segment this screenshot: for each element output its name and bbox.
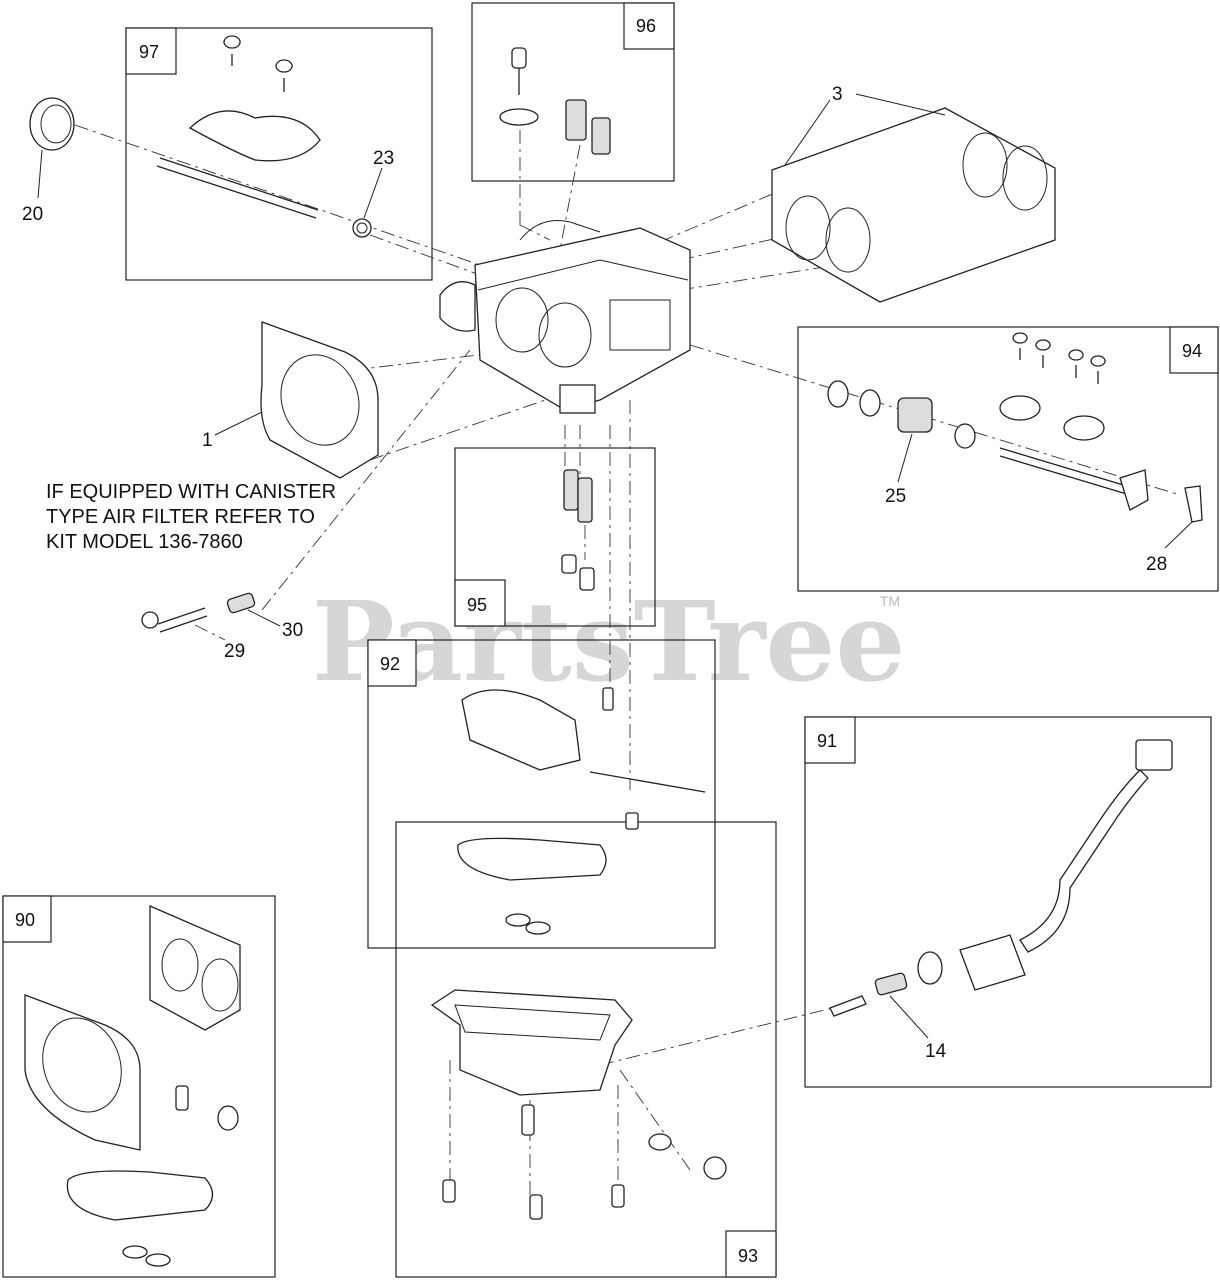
part-jet-kit (561, 469, 595, 591)
callout-label-14: 14 (925, 1041, 947, 1062)
kit-box-93[interactable]: 93 (395, 821, 777, 1278)
kit-box-95[interactable]: 95 (454, 447, 656, 627)
kit-box-96[interactable]: 96 (471, 2, 675, 182)
kit-label-93: 93 (738, 1246, 758, 1266)
part-choke-shaft-kit (827, 332, 1203, 523)
kit-label-95: 95 (467, 595, 487, 615)
note-line-2: TYPE AIR FILTER REFER TO (46, 506, 315, 528)
callout-label-25: 25 (885, 486, 906, 507)
callout-3[interactable]: 3 (784, 84, 946, 166)
watermark-trademark: TM (880, 593, 900, 609)
part-pilot-screw-spring (141, 592, 256, 633)
kit-label-96: 96 (636, 16, 656, 36)
part-fuel-solenoid-kit (829, 739, 1173, 1017)
callout-29[interactable]: 29 (224, 641, 245, 662)
kit-box-97[interactable]: 97 (125, 27, 433, 281)
part-carburetor-body (439, 220, 691, 414)
kit-box-91[interactable]: 91 (804, 716, 1212, 1088)
kit-label-97: 97 (139, 42, 159, 62)
callout-label-29: 29 (224, 641, 245, 662)
part-throttle-shaft-kit (156, 35, 372, 238)
callout-label-20: 20 (22, 204, 43, 225)
part-intake-gasket (260, 321, 379, 479)
kit-label-91: 91 (817, 731, 837, 751)
callout-label-23: 23 (373, 148, 394, 169)
callout-14[interactable]: 14 (889, 995, 947, 1062)
part-gasket-pair (771, 107, 1056, 303)
kit-label-92: 92 (380, 654, 400, 674)
part-cap-ring (29, 97, 75, 151)
part-float-kit (461, 687, 706, 830)
kit-box-92[interactable]: 92 (367, 639, 716, 949)
callout-23[interactable]: 23 (363, 148, 394, 219)
note-line-3: KIT MODEL 136-7860 (46, 531, 243, 553)
callout-25[interactable]: 25 (885, 433, 913, 507)
callout-20[interactable]: 20 (22, 149, 43, 225)
kit-label-90: 90 (15, 910, 35, 930)
callout-label-1: 1 (202, 430, 213, 451)
canister-filter-note: IF EQUIPPED WITH CANISTER TYPE AIR FILTE… (46, 480, 336, 555)
callout-30[interactable]: 30 (247, 609, 303, 641)
kit-box-90[interactable]: 90 (2, 895, 276, 1278)
callout-label-28: 28 (1146, 554, 1167, 575)
callout-1[interactable]: 1 (202, 411, 263, 451)
part-overhaul-kit (24, 905, 241, 1267)
callout-label-3: 3 (832, 84, 843, 105)
callout-label-30: 30 (282, 620, 303, 641)
kit-box-94[interactable]: 94 (797, 326, 1219, 592)
part-float-bowl-kit (430, 837, 727, 1220)
callout-28[interactable]: 28 (1146, 521, 1193, 575)
kit-label-94: 94 (1182, 341, 1202, 361)
note-line-1: IF EQUIPPED WITH CANISTER (46, 481, 337, 503)
part-idle-screw-kit (499, 47, 611, 155)
